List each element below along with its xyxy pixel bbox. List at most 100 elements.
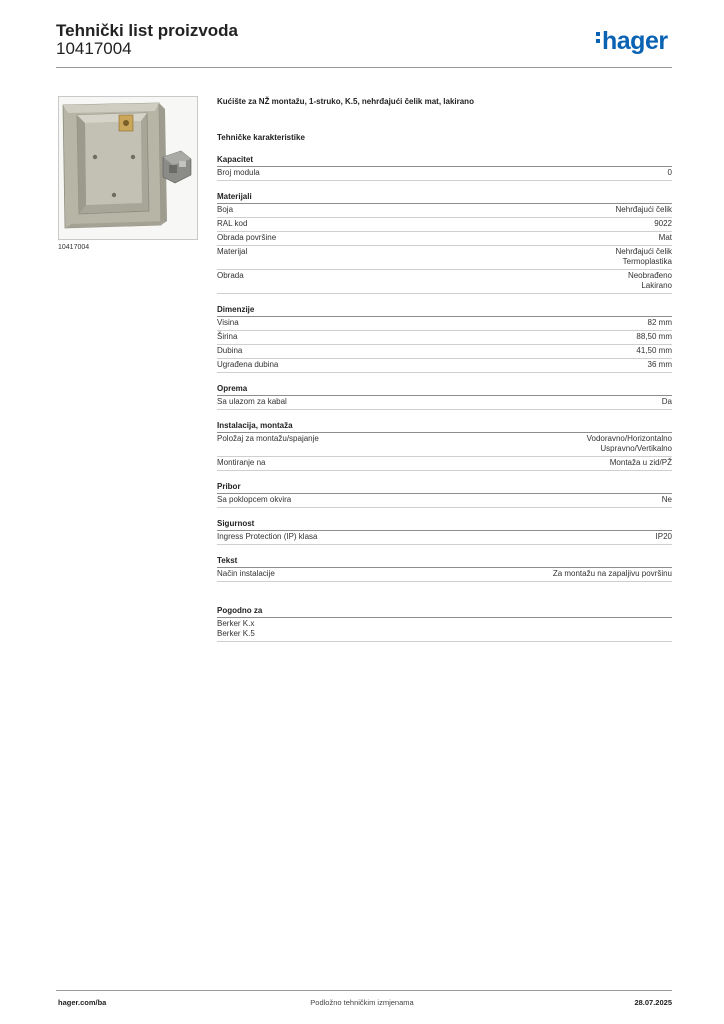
compat-item: Berker K.5 (217, 629, 255, 638)
spec-value: Mat (659, 233, 672, 243)
spec-value: 82 mm (648, 318, 672, 328)
spec-key: Montiranje na (217, 458, 266, 467)
spec-row: Dubina 41,50 mm (217, 345, 672, 359)
spec-key: Ugrađena dubina (217, 360, 279, 369)
section-title: Materijali (217, 192, 672, 204)
spec-row: Sa ulazom za kabal Da (217, 396, 672, 410)
section-title: Instalacija, montaža (217, 421, 672, 433)
section-title: Kapacitet (217, 155, 672, 167)
spec-value: Montaža u zid/PŽ (610, 458, 672, 468)
spec-row: Širina 88,50 mm (217, 331, 672, 345)
section-title: Tekst (217, 556, 672, 568)
spec-value-line: Da (661, 397, 672, 406)
spec-value-line: 9022 (654, 219, 672, 228)
compat-title: Pogodno za (217, 606, 672, 618)
spec-row: Broj modula 0 (217, 167, 672, 181)
spec-key: Širina (217, 332, 238, 341)
section-title: Oprema (217, 384, 672, 396)
spec-value-line: Mat (658, 233, 672, 242)
footer-rule (56, 990, 672, 991)
spec-key: Obrada (217, 271, 244, 280)
tech-heading: Tehničke karakteristike (217, 133, 305, 142)
spec-content: Kućište za NŽ montažu, 1-struko, K.5, ne… (217, 96, 672, 642)
spec-key: Sa ulazom za kabal (217, 397, 287, 406)
spec-value-line: Uspravno/Vertikalno (600, 444, 672, 453)
spec-value: 9022 (654, 219, 672, 229)
footer-disclaimer: Podložno tehničkim izmjenama (310, 998, 414, 1007)
spec-key: Visina (217, 318, 239, 327)
spec-value: Za montažu na zapaljivu površinu (553, 569, 672, 579)
spec-key: Dubina (217, 346, 243, 355)
compat-list: Berker K.x Berker K.5 (217, 618, 672, 642)
spec-key: Materijal (217, 247, 248, 256)
spec-value: Nehrđajući čelik (616, 205, 672, 215)
logo-dots-icon (596, 29, 600, 46)
spec-value-line: Vodoravno/Horizontalno (586, 434, 672, 443)
spec-value: 88,50 mm (636, 332, 672, 342)
spec-key: Boja (217, 205, 234, 214)
header-rule (56, 67, 672, 68)
spec-value: Ne (662, 495, 672, 505)
section-title: Dimenzije (217, 305, 672, 317)
spec-value-line: Montaža u zid/PŽ (609, 458, 672, 467)
product-image (58, 96, 198, 240)
compat-section: Pogodno za Berker K.x Berker K.5 (217, 606, 672, 642)
spec-value: 41,50 mm (636, 346, 672, 356)
spec-value-line: 36 mm (647, 360, 672, 369)
product-code: 10417004 (56, 39, 132, 58)
spec-value-line: 82 mm (647, 318, 672, 327)
spec-row: Obrada površine Mat (217, 232, 672, 246)
flush-box-picture (59, 97, 197, 239)
spec-value: Da (662, 397, 672, 407)
spec-key: Način instalacije (217, 569, 275, 578)
spec-value-line: Nehrđajući čelik (615, 205, 672, 214)
spec-row: Montiranje na Montaža u zid/PŽ (217, 457, 672, 471)
spec-key: Obrada površine (217, 233, 277, 242)
spec-key: Položaj za montažu/spajanje (217, 434, 319, 443)
footer-date: 28.07.2025 (634, 998, 672, 1007)
spec-value-line: Neobrađeno (627, 271, 672, 280)
spec-value: IP20 (656, 532, 672, 542)
product-name: Kućište za NŽ montažu, 1-struko, K.5, ne… (217, 97, 474, 106)
spec-row: Sa poklopcem okvira Ne (217, 494, 672, 508)
spec-row: Visina 82 mm (217, 317, 672, 331)
spec-value-line: Ne (661, 495, 672, 504)
compat-item: Berker K.x (217, 619, 255, 628)
spec-row: Boja Nehrđajući čelik (217, 204, 672, 218)
spec-row: RAL kod 9022 (217, 218, 672, 232)
spec-key: Ingress Protection (IP) klasa (217, 532, 318, 541)
footer-website-link[interactable]: hager.com/ba (58, 998, 107, 1007)
spec-key: Broj modula (217, 168, 260, 177)
spec-value-line: Lakirano (641, 281, 672, 290)
spec-row: Ingress Protection (IP) klasa IP20 (217, 531, 672, 545)
image-caption: 10417004 (58, 244, 90, 251)
logo-text: hager (602, 27, 668, 55)
spec-key: Sa poklopcem okvira (217, 495, 292, 504)
header-title: Tehnički list proizvoda (56, 21, 238, 40)
spec-value-line: Termoplastika (622, 257, 672, 266)
section-title: Sigurnost (217, 519, 672, 531)
spec-value: 36 mm (648, 360, 672, 370)
spec-value-line: 88,50 mm (636, 332, 672, 341)
spec-value-line: 41,50 mm (636, 346, 672, 355)
spec-key: RAL kod (217, 219, 248, 228)
section-title: Pribor (217, 482, 672, 494)
spec-value-line: IP20 (655, 532, 672, 541)
spec-row: Položaj za montažu/spajanje Vodoravno/Hor… (217, 433, 672, 457)
hager-logo: hager (596, 27, 668, 55)
spec-value: 0 (668, 168, 672, 178)
spec-row: Ugrađena dubina 36 mm (217, 359, 672, 373)
